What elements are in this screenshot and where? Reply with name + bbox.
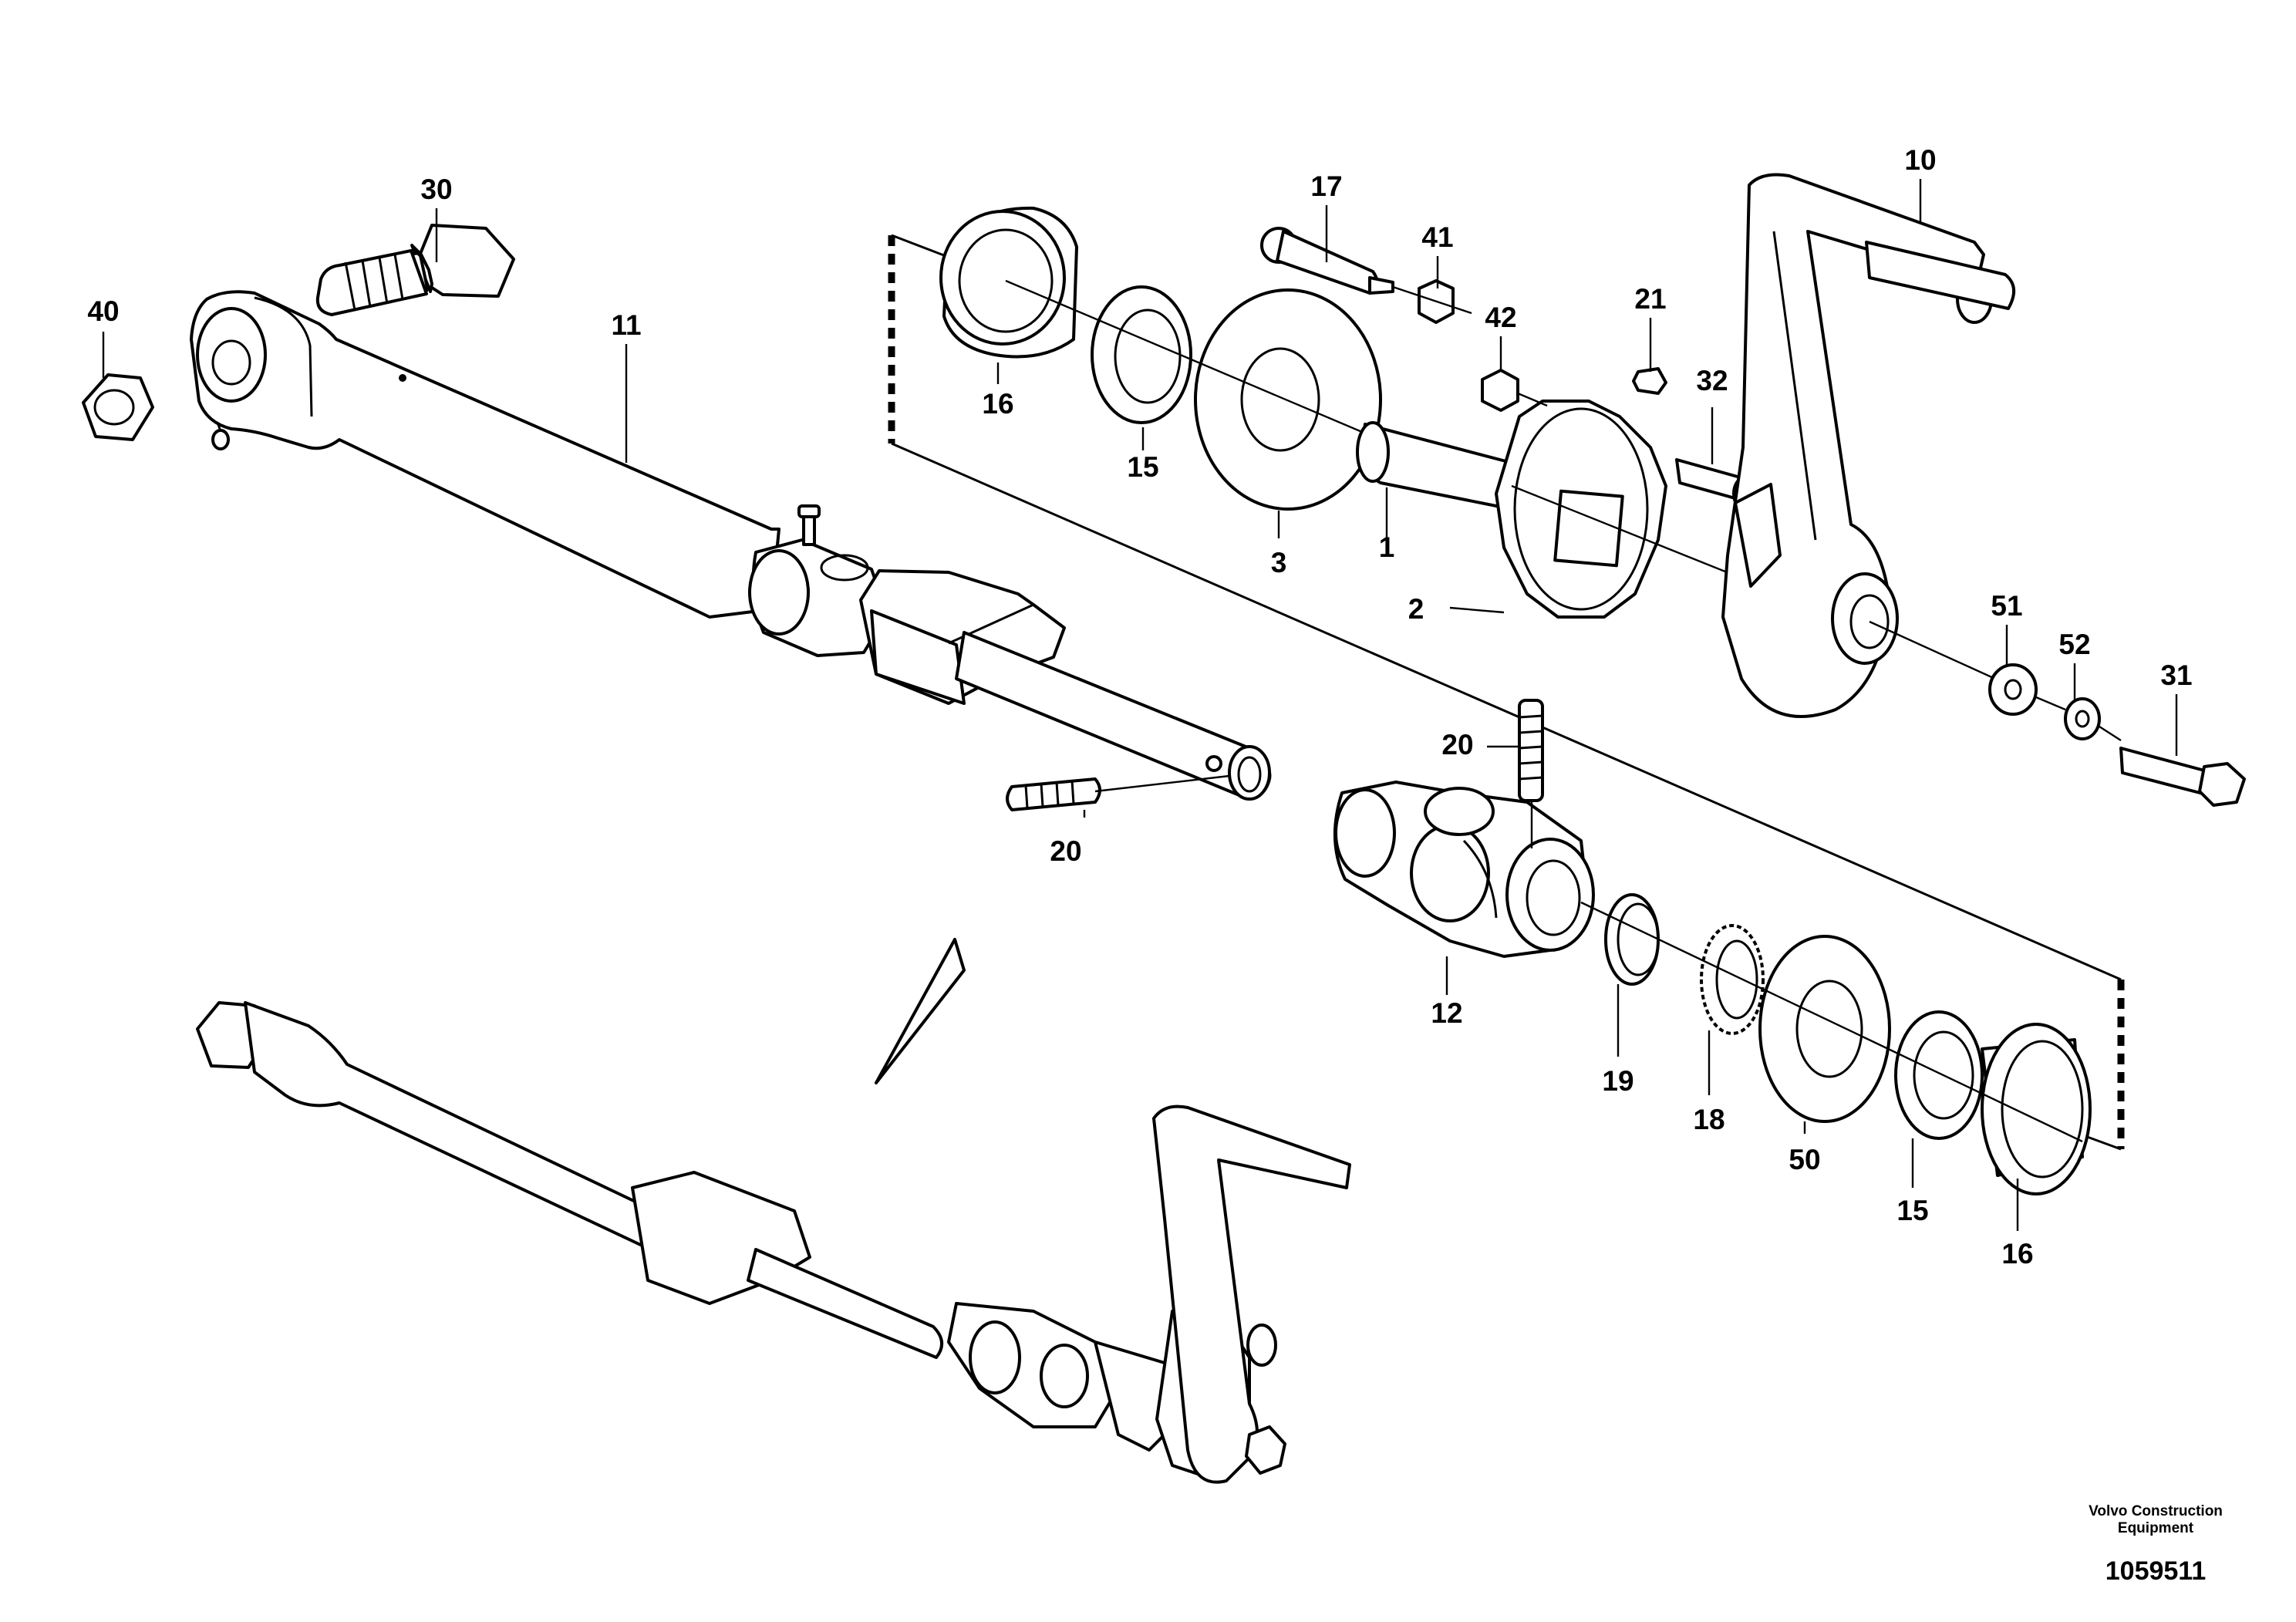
direction-arrow-icon — [875, 938, 966, 1084]
callout-16-upper: 16 — [982, 388, 1013, 420]
part-16-cap-lower — [1981, 1023, 2092, 1195]
part-1-shaft — [1356, 421, 1513, 511]
part-15-bearing-upper — [1091, 285, 1192, 424]
part-12-universal-joint — [1333, 781, 1595, 958]
callout-50: 50 — [1789, 1144, 1820, 1175]
callout-18: 18 — [1693, 1104, 1725, 1135]
callout-12: 12 — [1431, 997, 1462, 1029]
part-10-crank-handle — [1721, 173, 2015, 718]
part-31-bolt — [2119, 747, 2246, 807]
callout-51: 51 — [1991, 590, 2022, 622]
callout-42: 42 — [1485, 302, 1516, 333]
callout-labels: 40 30 11 16 15 3 1 2 17 41 42 21 32 10 5… — [87, 144, 2192, 1270]
callout-32: 32 — [1696, 365, 1728, 396]
part-30-bolt — [315, 224, 515, 316]
part-40-nut — [82, 373, 154, 441]
callout-30: 30 — [420, 174, 452, 205]
callout-16-lower: 16 — [2001, 1238, 2033, 1270]
assembled-view — [196, 1001, 1351, 1484]
brand-caption: Volvo Construction Equipment — [2071, 1503, 2240, 1537]
part-11-rod — [190, 290, 888, 657]
part-18-tab-washer — [1700, 924, 1765, 1035]
part-50-washer — [1758, 935, 1891, 1123]
callout-40: 40 — [87, 295, 119, 327]
part-19-lock-nut — [1604, 893, 1660, 986]
part-2-sprocket-disc — [1495, 400, 1667, 619]
callout-11: 11 — [611, 309, 641, 341]
callout-31: 31 — [2160, 659, 2192, 691]
leader-lines — [102, 179, 2178, 1231]
part-51-washer — [1988, 663, 2038, 716]
part-20-setscrew-vertical — [1518, 699, 1544, 848]
callout-1: 1 — [1379, 531, 1395, 563]
callout-20-left: 20 — [1050, 835, 1081, 867]
callout-21: 21 — [1634, 283, 1666, 315]
part-52-washer — [2064, 697, 2101, 740]
callout-17: 17 — [1310, 170, 1342, 202]
shaft-tube-assembly — [859, 569, 1272, 801]
callout-41: 41 — [1421, 221, 1453, 253]
callout-15-upper: 15 — [1127, 451, 1158, 483]
callout-10: 10 — [1904, 144, 1936, 176]
brand-line-1: Volvo Construction — [2089, 1503, 2223, 1519]
callout-3: 3 — [1271, 547, 1287, 578]
part-42-nut — [1481, 369, 1519, 412]
part-20-setscrew-left — [1006, 774, 1230, 811]
callout-20-vertical: 20 — [1441, 729, 1473, 760]
callout-15-lower: 15 — [1896, 1195, 1928, 1226]
part-15-bearing-lower — [1894, 1010, 1984, 1140]
callout-52: 52 — [2058, 629, 2090, 660]
callout-19: 19 — [1602, 1065, 1633, 1097]
part-21-plug — [1632, 367, 1667, 395]
part-3-washer — [1194, 288, 1382, 511]
document-number: 1059511 — [2105, 1556, 2207, 1586]
brand-line-2: Equipment — [2117, 1520, 2194, 1536]
callout-2: 2 — [1408, 593, 1424, 625]
